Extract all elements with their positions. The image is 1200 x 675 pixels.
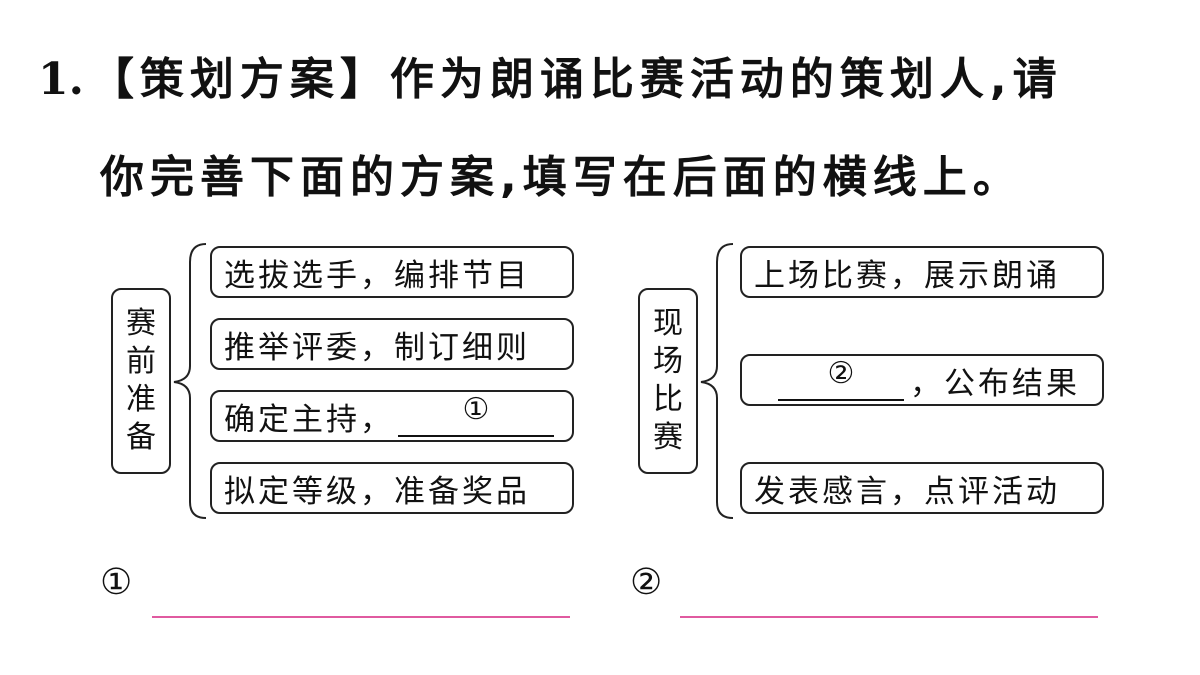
on-site-match-label: 现 场 比 赛	[638, 288, 698, 474]
prep-item-2: 推举评委，制订细则	[210, 318, 574, 370]
match-item-3: 发表感言，点评活动	[740, 462, 1104, 514]
label-char: 赛	[126, 306, 156, 341]
blank-2: ②	[778, 356, 904, 401]
blank-1-mark: ①	[462, 392, 490, 427]
prep-item-4: 拟定等级，准备奖品	[210, 462, 574, 514]
label-char: 准	[126, 382, 156, 417]
answer-2-input-line[interactable]	[680, 616, 1098, 618]
match-item-1: 上场比赛，展示朗诵	[740, 246, 1104, 298]
question-line-2: 你完善下面的方案,填写在后面的横线上。	[100, 152, 1023, 203]
left-brace	[173, 243, 207, 519]
blank-1: ①	[398, 392, 554, 437]
label-char: 场	[653, 344, 683, 379]
prep-item-3-text: 确定主持，	[224, 401, 394, 438]
question-text-1: 【策划方案】作为朗诵比赛活动的策划人,请	[89, 54, 1063, 105]
label-char: 备	[126, 420, 156, 455]
label-char: 前	[126, 344, 156, 379]
match-item-2-text: ，公布结果	[910, 365, 1080, 402]
answer-1-input-line[interactable]	[152, 616, 570, 618]
label-char: 现	[653, 306, 683, 341]
label-char: 比	[653, 382, 683, 417]
prep-item-3: 确定主持， ①	[210, 390, 574, 442]
match-item-2: ② ，公布结果	[740, 354, 1104, 406]
pre-match-prep-label: 赛 前 准 备	[111, 288, 171, 474]
question-number: 1.	[38, 54, 84, 105]
prep-item-1: 选拔选手，编排节目	[210, 246, 574, 298]
label-char: 赛	[653, 420, 683, 455]
right-brace	[700, 243, 734, 519]
answer-2-mark: ②	[630, 562, 663, 603]
answer-1-mark: ①	[100, 562, 133, 603]
blank-2-mark: ②	[827, 356, 855, 391]
question-line-1: 1.【策划方案】作为朗诵比赛活动的策划人,请	[38, 52, 1063, 108]
